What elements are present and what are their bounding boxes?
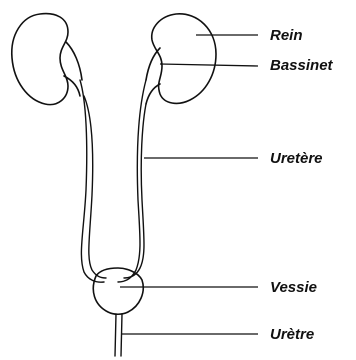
label-rein: Rein xyxy=(270,27,303,44)
label-bassinet: Bassinet xyxy=(270,57,334,74)
right-ureter-inner xyxy=(124,104,146,278)
label-vessie: Vessie xyxy=(270,279,317,296)
left-kidney xyxy=(12,14,68,105)
bladder xyxy=(93,268,143,314)
left-ureter-inner xyxy=(84,96,106,278)
right-bassinet xyxy=(146,48,160,104)
right-kidney xyxy=(152,14,216,104)
label-uretere: Uretère xyxy=(270,150,323,167)
leader-bassinet xyxy=(160,64,258,66)
urethra xyxy=(115,314,122,356)
label-uretre: Urètre xyxy=(270,326,314,343)
left-bassinet xyxy=(64,42,82,96)
